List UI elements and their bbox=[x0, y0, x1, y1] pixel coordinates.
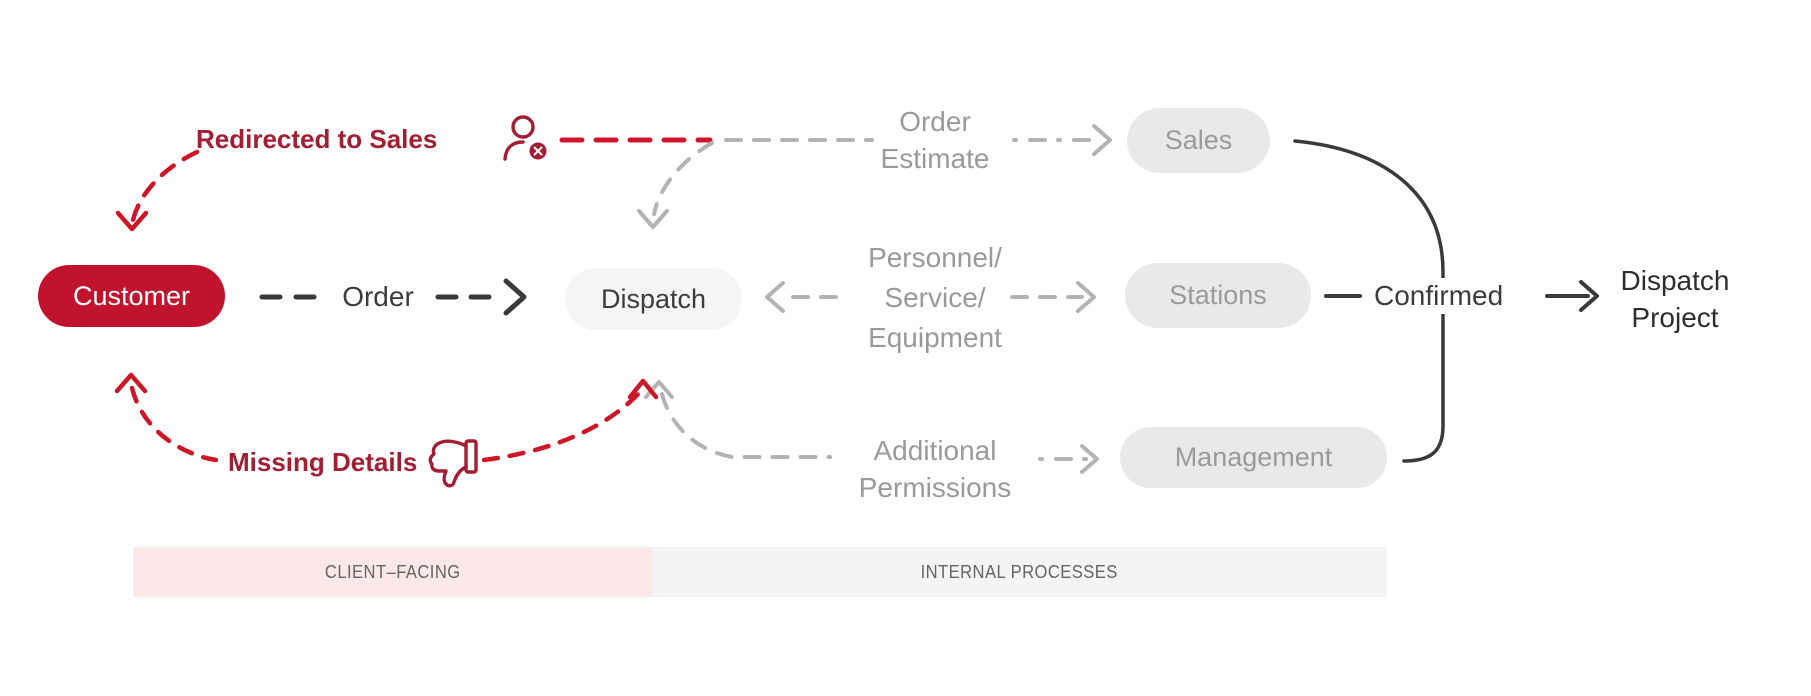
estimate-to-dispatch-curve bbox=[652, 141, 714, 216]
confirm-bracket-curve bbox=[1293, 139, 1445, 463]
thumbs-down-icon bbox=[428, 439, 478, 488]
order-estimate-line1: Order bbox=[899, 106, 971, 137]
band-client-facing-label: CLIENT–FACING bbox=[324, 561, 461, 582]
customer-up-arrowhead-icon bbox=[114, 372, 148, 394]
dispatch-up-arrowhead-red-icon bbox=[627, 378, 659, 400]
label-confirmed: Confirmed bbox=[1364, 278, 1514, 314]
dispatch-project-line2: Project bbox=[1631, 302, 1719, 333]
label-missing-details: Missing Details bbox=[228, 447, 418, 477]
personnel-line3: Equipment bbox=[868, 322, 1002, 353]
node-management: Management bbox=[1120, 427, 1387, 488]
node-customer: Customer bbox=[38, 265, 225, 327]
label-additional-permissions: Additional Permissions bbox=[835, 432, 1035, 506]
node-sales: Sales bbox=[1127, 108, 1270, 173]
dispatch-project-line1: Dispatch bbox=[1620, 265, 1730, 296]
additional-line2: Permissions bbox=[858, 472, 1012, 503]
redirect-customer-arrowhead-icon bbox=[115, 210, 149, 232]
label-order: Order bbox=[342, 281, 414, 312]
redirect-to-customer-curve bbox=[130, 149, 200, 223]
permissions-curve-left bbox=[660, 392, 832, 459]
dispatch-down-arrowhead-icon bbox=[637, 209, 669, 229]
node-dispatch: Dispatch bbox=[565, 268, 742, 330]
band-internal-processes-label: INTERNAL PROCESSES bbox=[920, 561, 1119, 582]
management-arrowhead-icon bbox=[1080, 444, 1099, 474]
additional-line1: Additional bbox=[873, 435, 997, 466]
stations-arrowhead-icon bbox=[1076, 281, 1096, 313]
missing-curve-left bbox=[129, 385, 219, 463]
dispatch-left-arrowhead-icon bbox=[765, 281, 785, 313]
label-redirected-to-sales: Redirected to Sales bbox=[196, 124, 438, 154]
order-dispatch-arrowhead-icon bbox=[503, 278, 527, 316]
order-estimate-line2: Estimate bbox=[880, 143, 990, 174]
band-internal-processes: INTERNAL PROCESSES bbox=[652, 547, 1387, 597]
node-dispatch-project: Dispatch Project bbox=[1595, 262, 1755, 336]
personnel-line2: Service/ bbox=[884, 282, 986, 313]
missing-curve-right bbox=[481, 389, 643, 463]
personnel-line1: Personnel/ bbox=[868, 242, 1002, 273]
sales-arrowhead-icon bbox=[1092, 124, 1112, 156]
node-stations: Stations bbox=[1125, 263, 1311, 328]
person-remove-icon bbox=[503, 115, 547, 161]
confirmed-arrowhead-icon bbox=[1579, 280, 1599, 312]
band-client-facing: CLIENT–FACING bbox=[133, 547, 652, 597]
label-order-estimate: Order Estimate bbox=[855, 103, 1015, 177]
label-personnel-service-equipment: Personnel/ Service/ Equipment bbox=[835, 238, 1035, 358]
